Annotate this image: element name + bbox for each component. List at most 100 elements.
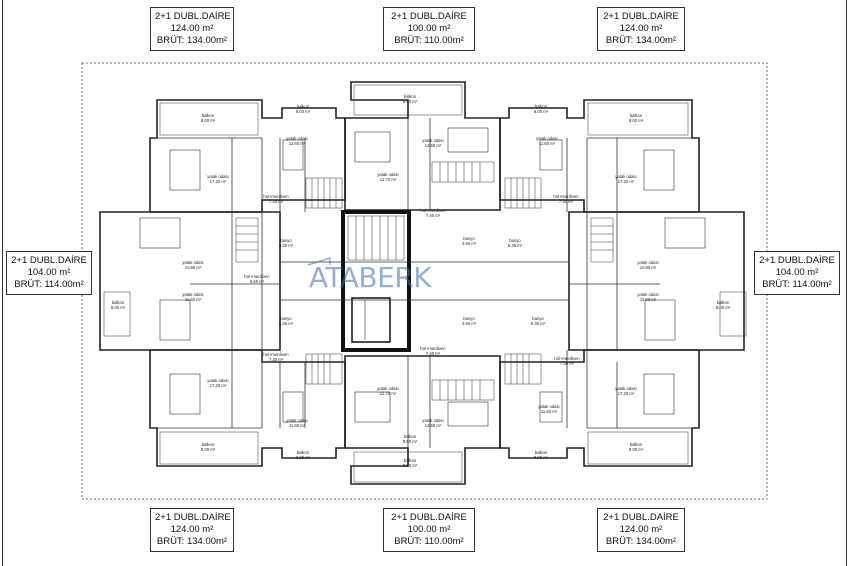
unit-type: 2+1 DUBL.DAİRE	[759, 255, 835, 266]
watermark-logo: ATABERK	[308, 261, 432, 294]
room-name: hol+merdiven	[244, 274, 270, 279]
room-name: yatak odası	[615, 386, 636, 391]
furniture-beds	[139, 127, 706, 427]
frame-right-line	[846, 0, 847, 566]
room-area: 11.60 m²	[289, 423, 306, 428]
unit-label-bottom-left: 2+1 DUBL.DAİRE 124.00 m² BRÜT: 134.00m²	[150, 508, 234, 552]
room-name: banyo	[463, 236, 475, 241]
room-name: yatak odası	[637, 260, 658, 265]
outer-walls	[99, 81, 745, 485]
room-area: 5.30 m²	[508, 243, 523, 248]
room-area: 10.80 m²	[185, 265, 202, 270]
unit-net-area: 100.00 m²	[407, 23, 451, 34]
room-area: 8.50 m²	[403, 463, 418, 468]
room-area: 8.00 m²	[201, 447, 216, 452]
room-name: balkon	[202, 442, 215, 447]
room-area: 7.40 m²	[426, 213, 441, 218]
interior-walls	[150, 117, 699, 448]
room-area: 11.60 m²	[640, 297, 657, 302]
unit-net-area: 104.00 m²	[27, 267, 71, 278]
room-name: hol+merdiven	[263, 194, 289, 199]
room-name: yatak odası	[422, 418, 443, 423]
room-area: 17.20 m²	[210, 179, 227, 184]
corridor	[280, 261, 569, 301]
unit-gross-area: BRÜT: 134.00m²	[156, 536, 228, 547]
room-area: 7.30 m²	[269, 199, 284, 204]
room-name: yatak odası	[637, 292, 658, 297]
room-name: yatak odası	[377, 172, 398, 177]
room-area: 7.30 m²	[559, 199, 574, 204]
unit-label-top-right: 2+1 DUBL.DAİRE 124.00 m² BRÜT: 134.00m²	[597, 7, 685, 51]
room-name: balkon	[404, 434, 417, 439]
unit-net-area: 104.00 m²	[775, 267, 819, 278]
unit-net-area: 100.00 m²	[407, 524, 451, 535]
logo-mark-icon	[307, 256, 331, 266]
room-area: 12.70 m²	[380, 177, 397, 182]
room-name: hol+merdiven	[420, 208, 446, 213]
room-area: 8.00 m²	[534, 109, 549, 114]
frame-left-line	[2, 0, 3, 566]
room-name: yatak odası	[286, 418, 307, 423]
room-name: yatak odası	[182, 260, 203, 265]
room-name: banyo	[532, 316, 544, 321]
room-area: 11.60 m²	[539, 141, 556, 146]
room-area: 8.00 m²	[296, 109, 311, 114]
staircases	[235, 161, 614, 401]
unit-label-bottom-right: 2+1 DUBL.DAİRE 124.00 m² BRÜT: 134.00m²	[597, 508, 685, 552]
unit-type: 2+1 DUBL.DAİRE	[155, 512, 231, 523]
unit-label-top-left: 2+1 DUBL.DAİRE 124.00 m² BRÜT: 134.00m²	[150, 7, 234, 51]
room-name: balkon	[202, 113, 215, 118]
unit-gross-area: BRÜT: 134.00m²	[605, 35, 677, 46]
unit-type: 2+1 DUBL.DAİRE	[603, 512, 679, 523]
room-name: hol+merdiven	[553, 194, 579, 199]
room-area: 5.30 m²	[531, 321, 546, 326]
room-area: 8.00 m²	[716, 305, 731, 310]
room-area: 8.00 m²	[296, 455, 311, 460]
room-name: banyo	[280, 316, 292, 321]
room-area: 12.70 m²	[380, 391, 397, 396]
unit-type: 2+1 DUBL.DAİRE	[603, 11, 679, 22]
unit-gross-area: BRÜT: 114.00m²	[14, 279, 84, 290]
room-name: balkon	[404, 458, 417, 463]
room-name: banyo	[463, 316, 475, 321]
room-area: 7.30 m²	[560, 361, 575, 366]
room-area: 8.00 m²	[629, 447, 644, 452]
unit-gross-area: BRÜT: 114.00m²	[762, 279, 832, 290]
unit-label-mid-left: 2+1 DUBL.DAİRE 104.00 m² BRÜT: 114.00m²	[6, 251, 92, 295]
room-area: 11.60 m²	[185, 297, 202, 302]
room-area: 8.50 m²	[403, 99, 418, 104]
room-name: yatak odası	[538, 404, 559, 409]
room-name: yatak odası	[422, 138, 443, 143]
room-area: 17.20 m²	[618, 179, 635, 184]
room-name: yatak odası	[536, 136, 557, 141]
room-name: yatak odası	[207, 174, 228, 179]
room-area: 13.60 m²	[425, 143, 442, 148]
room-area: 8.00 m²	[111, 305, 126, 310]
unit-gross-area: BRÜT: 110.00m²	[394, 35, 464, 46]
